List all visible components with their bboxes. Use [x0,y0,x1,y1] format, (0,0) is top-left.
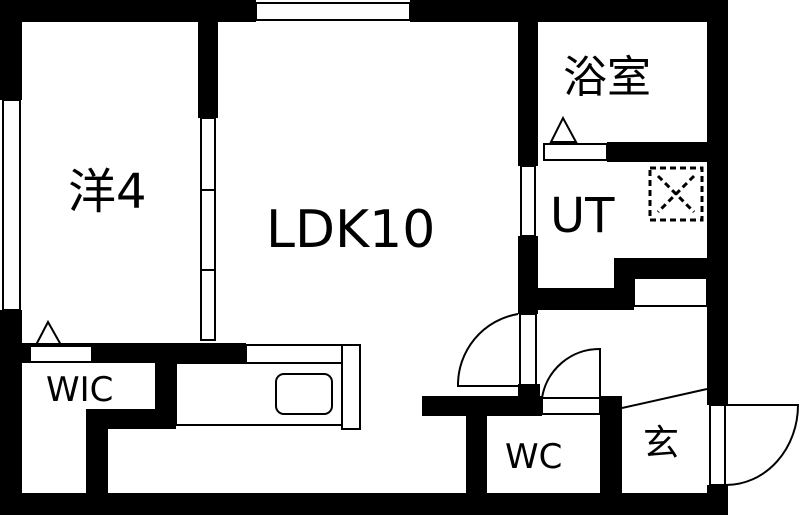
sliding-door-western-3 [200,269,216,341]
kitchen-counter-side [341,344,361,430]
ldk-door-swing [456,313,519,387]
washing-machine-x2 [656,174,696,214]
wall-ut-step-top [614,258,711,278]
wall-bottom [0,493,728,515]
ut-door-side [520,165,536,237]
ldk-corridor-door [519,313,537,387]
wall-right-top [707,0,728,405]
room-label-toilet: WC [505,437,563,477]
storage-triangle-icon-2 [549,115,578,143]
wall-wic-right [155,343,176,425]
wc-door [541,397,601,415]
entrance-step-line [621,388,708,409]
room-label-utility: UT [550,188,615,244]
wall-wc-post [518,384,540,416]
wall-western-ldk [198,18,218,118]
wall-ut-bottom [518,288,634,310]
wall-bath-bottom [607,142,711,162]
wall-left-bottom [0,310,22,515]
room-label-western: 洋4 [68,164,147,220]
kitchen-sink-icon [275,373,333,415]
window-left [2,99,21,311]
storage-triangle-icon [34,319,63,346]
room-label-entrance: 玄 [643,423,680,464]
wic-door [29,345,93,363]
room-label-ldk: LDK10 [266,200,436,260]
wall-top-right [410,0,728,22]
bath-door [543,143,608,161]
room-label-wic: WIC [46,370,114,410]
wall-bath-left [518,18,538,166]
wc-door-swing [541,347,601,399]
wall-right-bottom [707,485,728,515]
room-label-bathroom: 浴室 [563,52,651,103]
shoe-cabinet [633,277,708,307]
entrance-door-frame [709,404,726,486]
wall-left-top [0,0,22,100]
sliding-door-western-2 [200,189,216,271]
wall-top-left [0,0,256,22]
wall-wic-lower [86,409,108,509]
wall-wic-bottom [86,409,176,429]
wall-wc-right [600,396,622,509]
wall-wc-left [466,396,487,509]
sliding-door-western [200,117,216,191]
window-top [255,2,411,21]
entrance-door-swing [725,404,800,486]
washing-machine-space-icon [648,166,704,222]
